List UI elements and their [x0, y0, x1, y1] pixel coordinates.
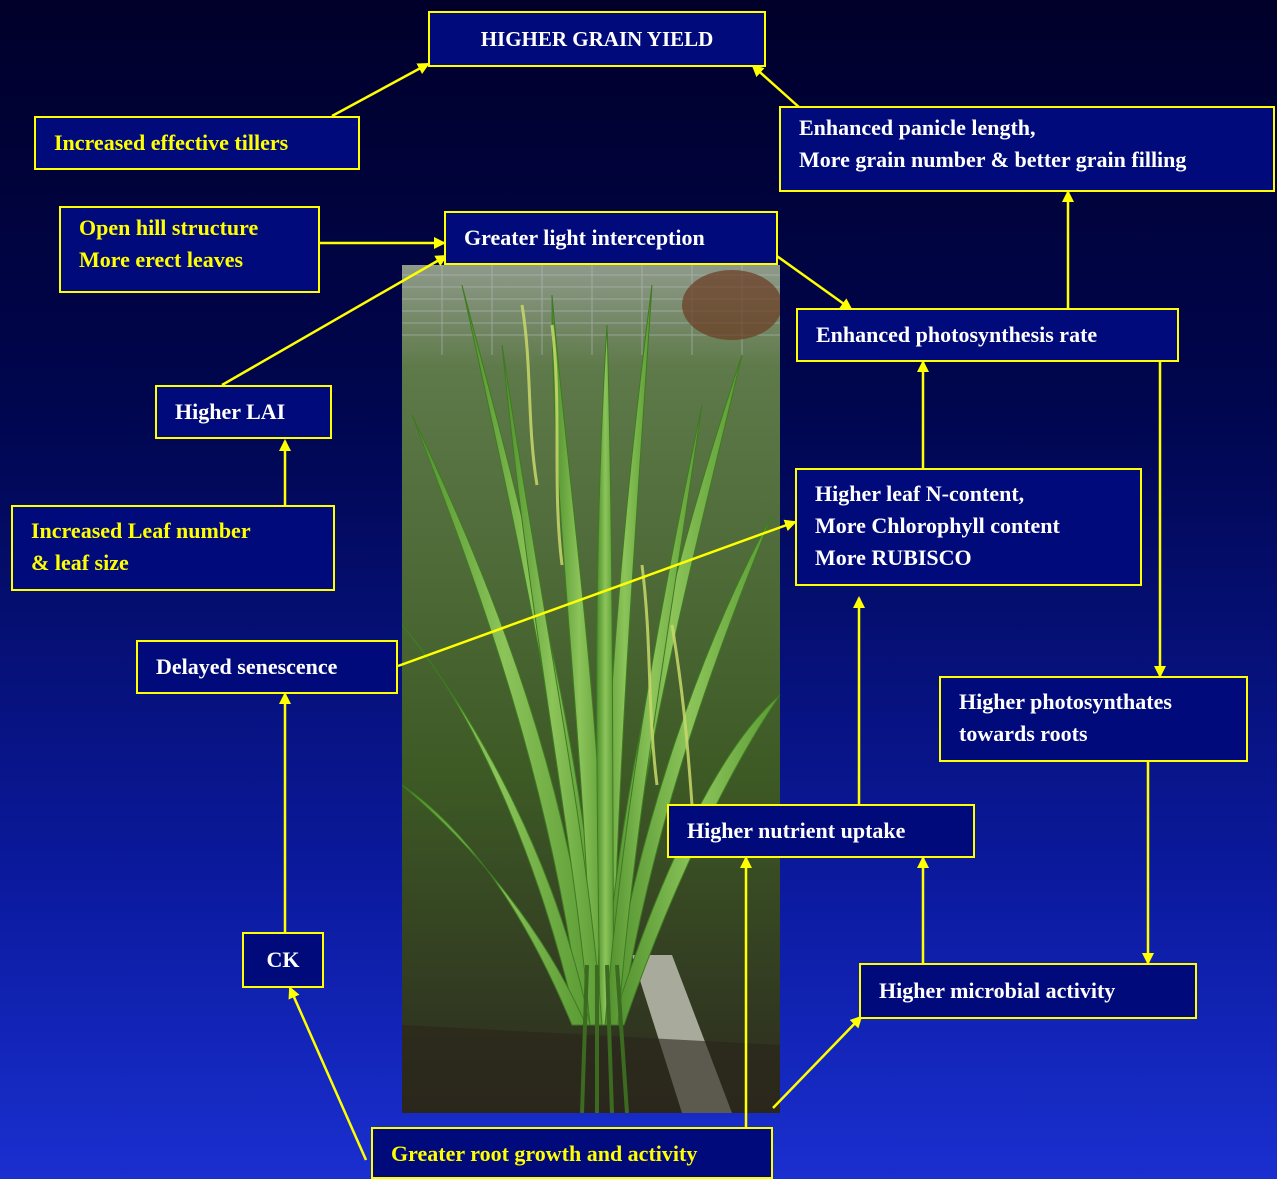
increased-effective-tillers-box: Increased effective tillers [34, 116, 360, 170]
higher-nutrient-uptake-box: Higher nutrient uptake [667, 804, 975, 858]
higher-photosynthates-line-2: towards roots [959, 718, 1228, 750]
higher-grain-yield-box: HIGHER GRAIN YIELD [428, 11, 766, 67]
higher-leaf-n-line-3: More RUBISCO [815, 542, 1122, 574]
higher-microbial-activity-box: Higher microbial activity [859, 963, 1197, 1019]
higher-lai-box: Higher LAI [155, 385, 332, 439]
arrow-panicle-to-yield [753, 66, 800, 108]
increased-leaf-number-line-2: & leaf size [31, 547, 315, 579]
enhanced-photosynthesis-label: Enhanced photosynthesis rate [816, 322, 1097, 347]
greater-root-growth-label: Greater root growth and activity [391, 1141, 697, 1166]
open-hill-line-2: More erect leaves [79, 244, 300, 276]
higher-leaf-n-line-2: More Chlorophyll content [815, 510, 1122, 542]
higher-grain-yield-label: HIGHER GRAIN YIELD [481, 27, 714, 51]
arrow-root-to-microbial [773, 1017, 861, 1108]
enhanced-panicle-line-2: More grain number & better grain filling [799, 144, 1265, 176]
ck-label: CK [267, 947, 300, 972]
enhanced-panicle-line-1: Enhanced panicle length, [799, 112, 1265, 144]
open-hill-structure-box: Open hill structure More erect leaves [59, 206, 320, 293]
enhanced-photosynthesis-box: Enhanced photosynthesis rate [796, 308, 1179, 362]
higher-lai-label: Higher LAI [175, 399, 285, 424]
enhanced-panicle-box: Enhanced panicle length, More grain numb… [779, 106, 1275, 192]
higher-leaf-n-box: Higher leaf N-content, More Chlorophyll … [795, 468, 1142, 586]
increased-effective-tillers-label: Increased effective tillers [54, 130, 288, 155]
arrow-root-to-ck [290, 988, 366, 1160]
higher-photosynthates-box: Higher photosynthates towards roots [939, 676, 1248, 762]
greater-light-interception-label: Greater light interception [464, 225, 705, 250]
higher-photosynthates-line-1: Higher photosynthates [959, 686, 1228, 718]
rice-plant-illustration [402, 265, 780, 1113]
delayed-senescence-label: Delayed senescence [156, 654, 337, 679]
rice-plant-photo [402, 265, 780, 1113]
higher-nutrient-uptake-label: Higher nutrient uptake [687, 818, 905, 843]
open-hill-line-1: Open hill structure [79, 212, 300, 244]
increased-leaf-number-box: Increased Leaf number & leaf size [11, 505, 335, 591]
higher-microbial-activity-label: Higher microbial activity [879, 978, 1115, 1003]
delayed-senescence-box: Delayed senescence [136, 640, 398, 694]
increased-leaf-number-line-1: Increased Leaf number [31, 515, 315, 547]
greater-light-interception-box: Greater light interception [444, 211, 778, 265]
arrow-tillers-to-yield [332, 64, 428, 116]
higher-leaf-n-line-1: Higher leaf N-content, [815, 478, 1122, 510]
ck-box: CK [242, 932, 324, 988]
greater-root-growth-box: Greater root growth and activity [371, 1127, 773, 1179]
